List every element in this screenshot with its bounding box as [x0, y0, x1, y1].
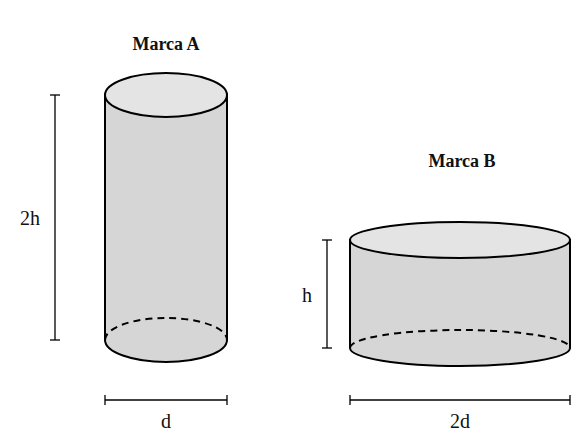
- dimension-label: 2d: [450, 410, 470, 432]
- cylinder-b-top: [350, 222, 570, 258]
- cylinder-a-body: [105, 95, 227, 362]
- dimension-label: h: [302, 284, 312, 306]
- dimension-label: d: [161, 410, 171, 432]
- cylinder-a-hidden-edge: [105, 318, 227, 340]
- cylinder-b-hidden-edge: [350, 330, 570, 348]
- brand-title: Marca A: [132, 35, 199, 55]
- dimension-label: 2h: [20, 207, 40, 229]
- brand-title: Marca B: [428, 152, 495, 172]
- cylinder-a-top: [105, 73, 227, 117]
- dimension-brackets: [50, 95, 570, 405]
